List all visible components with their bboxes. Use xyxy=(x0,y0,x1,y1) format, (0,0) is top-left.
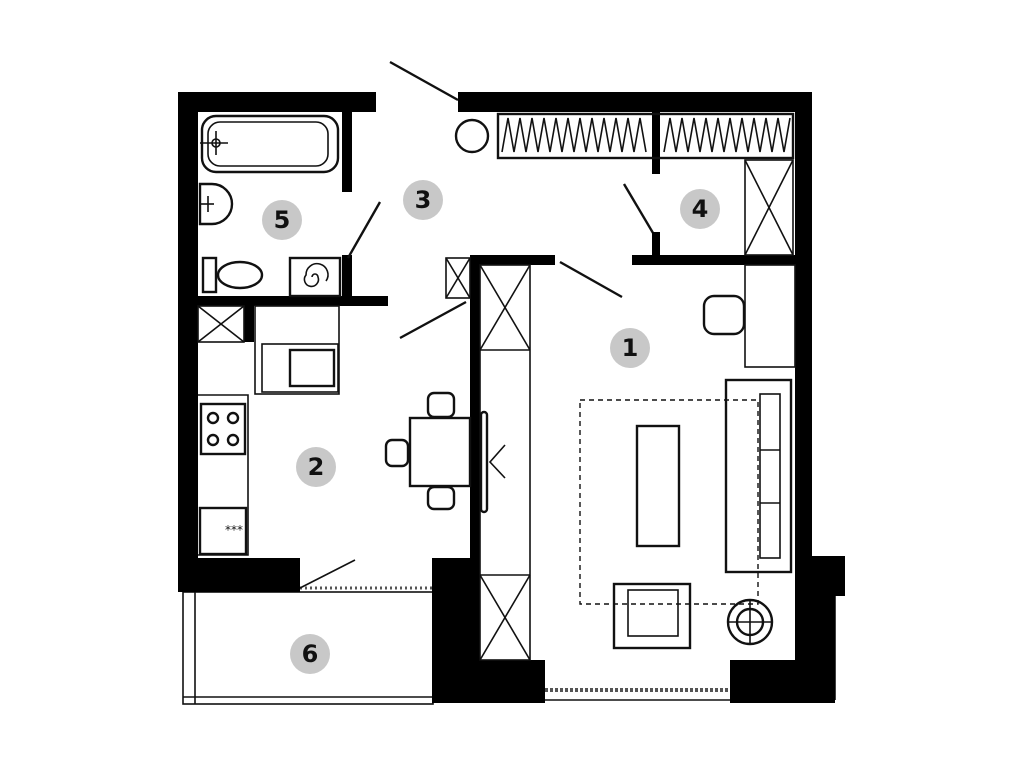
washing-machine xyxy=(288,256,342,298)
room-badge-1: 1 xyxy=(610,328,650,368)
kitchen-counter: *** xyxy=(198,305,340,556)
room-number-3: 3 xyxy=(415,186,432,214)
wardrobe xyxy=(496,112,795,256)
door-swings xyxy=(346,60,660,340)
room-badge-3: 3 xyxy=(403,180,443,220)
room-badge-6: 6 xyxy=(290,634,330,674)
room-number-1: 1 xyxy=(622,334,639,362)
room-badge-5: 5 xyxy=(262,200,302,240)
stove-marks: *** xyxy=(225,523,243,537)
floor-lamp xyxy=(726,598,774,646)
tv-unit xyxy=(479,264,531,661)
bathtub xyxy=(200,114,340,174)
desk-and-chair xyxy=(702,264,796,368)
balcony-outline xyxy=(182,559,836,705)
ventilation-shafts xyxy=(197,257,471,343)
room-badge-4: 4 xyxy=(680,189,720,229)
room-number-6: 6 xyxy=(302,640,319,668)
rug xyxy=(579,399,759,605)
room-number-4: 4 xyxy=(692,195,709,223)
boiler xyxy=(454,118,490,154)
sofa xyxy=(724,378,793,574)
dining-table xyxy=(384,391,472,511)
toilet xyxy=(201,256,264,294)
sink xyxy=(198,182,234,226)
room-number-2: 2 xyxy=(308,453,325,481)
walls xyxy=(178,92,845,703)
armchair xyxy=(612,582,692,650)
room-number-5: 5 xyxy=(274,206,291,234)
coffee-table xyxy=(635,424,681,548)
room-badge-2: 2 xyxy=(296,447,336,487)
